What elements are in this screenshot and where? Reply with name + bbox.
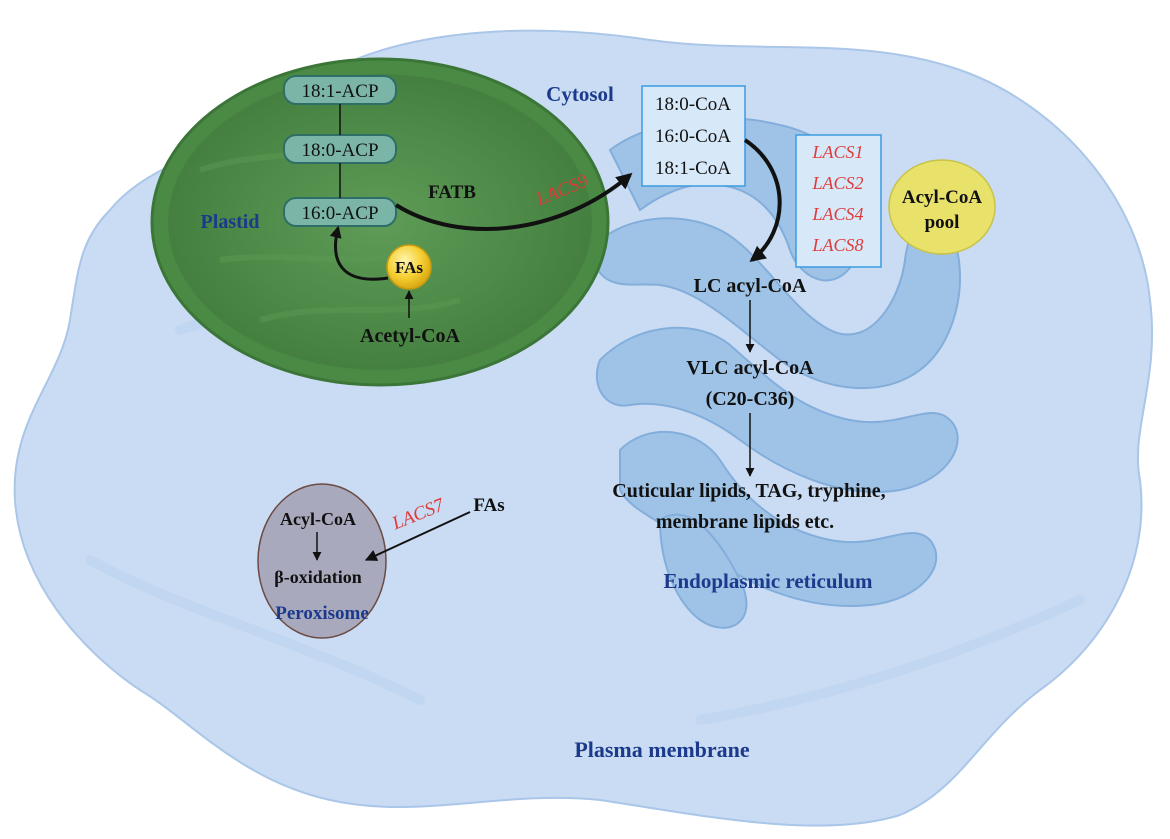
- lacs1-label: LACS1: [811, 142, 863, 162]
- plasma-membrane-label: Plasma membrane: [574, 737, 750, 762]
- vlc-acyl-coa-label: VLC acyl-CoA: [686, 357, 814, 379]
- pool-label-1: Acyl-CoA: [902, 187, 982, 208]
- products-label-1: Cuticular lipids, TAG, tryphine,: [612, 480, 885, 502]
- acyl-coa-pool: [888, 159, 996, 255]
- plastid-label: Plastid: [201, 211, 260, 233]
- acp-chain: 18:1-ACP 18:0-ACP 16:0-ACP: [283, 75, 397, 227]
- acetyl-coa-label: Acetyl-CoA: [360, 325, 461, 347]
- acp-label-2: 18:0-ACP: [301, 140, 378, 161]
- peroxisome-label: Peroxisome: [275, 603, 369, 624]
- fas-label: FAs: [395, 258, 423, 277]
- lacs8-label: LACS8: [811, 235, 863, 255]
- er-label: Endoplasmic reticulum: [663, 569, 873, 593]
- pool-label-2: pool: [925, 212, 960, 233]
- fas-ball: [386, 244, 432, 290]
- peroxisome-acyl-coa: Acyl-CoA: [280, 509, 356, 529]
- lacs-enzyme-box: LACS1 LACS2 LACS4 LACS8: [795, 134, 882, 268]
- coa-item-3: 18:1-CoA: [655, 158, 731, 179]
- lc-acyl-coa-label: LC acyl-CoA: [694, 275, 807, 297]
- fas-to-acp-arrow: [329, 225, 389, 281]
- lacs2-label: LACS2: [811, 173, 863, 193]
- fas-import-arrow: [364, 511, 471, 561]
- coa-item-2: 16:0-CoA: [655, 126, 731, 147]
- peroxisome: [257, 483, 387, 639]
- acp-label-1: 18:1-ACP: [301, 81, 378, 102]
- vlc-range-label: (C20-C36): [706, 388, 795, 410]
- coa-item-1: 18:0-CoA: [655, 94, 731, 115]
- products-label-2: membrane lipids etc.: [656, 511, 834, 533]
- acp-label-3: 16:0-ACP: [301, 203, 378, 224]
- beta-oxidation-label: β-oxidation: [274, 567, 362, 587]
- cytosol-label: Cytosol: [546, 82, 614, 106]
- fatb-export-arrow: [394, 172, 633, 231]
- fatb-label: FATB: [428, 182, 476, 203]
- coa-to-lc-arrow: [743, 138, 782, 262]
- cytosol-coa-box: 18:0-CoA 16:0-CoA 18:1-CoA: [641, 85, 746, 187]
- lacs4-label: LACS4: [811, 204, 863, 224]
- peroxisome-fas-label: FAs: [473, 495, 504, 516]
